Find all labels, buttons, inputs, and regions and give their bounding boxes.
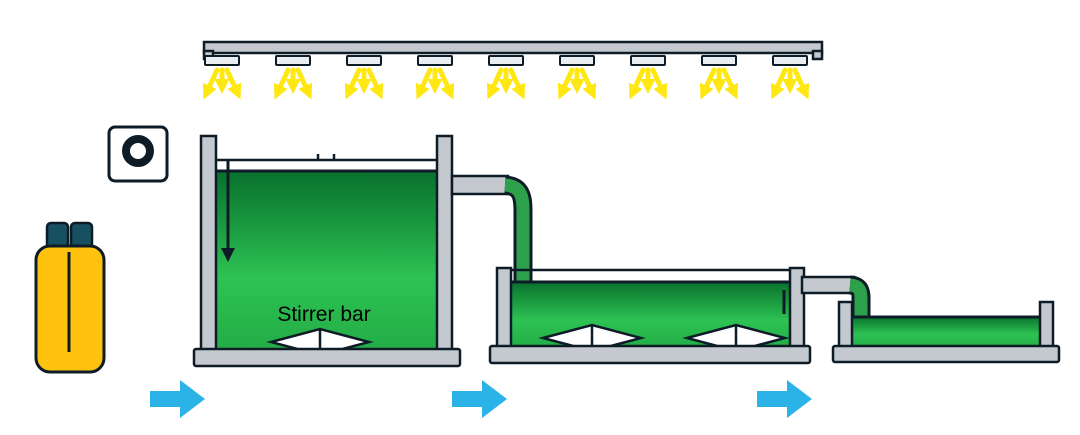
tank-3-wall-right [1038, 300, 1055, 354]
light-bar-end-right [811, 49, 824, 61]
light-fixture [202, 40, 824, 94]
lamp-icon [560, 56, 594, 94]
lamp-icon [489, 56, 523, 94]
dip-tube-arrow-icon [221, 161, 235, 262]
tank-1-liquid [216, 170, 437, 350]
tank-1-wall-left [199, 134, 218, 356]
lamp-icon [205, 56, 239, 94]
tank-3-base [831, 344, 1061, 364]
pipe-elbow-2 [848, 278, 868, 322]
lamp-icon [631, 56, 665, 94]
overflow-duct-2 [800, 275, 856, 295]
stirrer-bar-label: Stirrer bar [277, 303, 370, 326]
flow-direction [150, 380, 812, 418]
light-bar [202, 40, 824, 55]
tank-1-base [192, 347, 462, 368]
pipe-elbow-1 [504, 178, 530, 290]
lamp-icon [347, 56, 381, 94]
pump-rotor-icon [122, 135, 154, 167]
lamp-icon [773, 56, 807, 94]
tank-1: Stirrer bar [192, 134, 462, 368]
tank-2-wall-left [495, 266, 513, 354]
tank-3-liquid [852, 316, 1040, 347]
tank-2 [488, 266, 812, 365]
tank-2-base [488, 344, 812, 365]
media-bottle-icon [34, 221, 106, 374]
tank-3-wall-left [837, 300, 854, 354]
overflow-duct-1 [450, 174, 510, 196]
lamp-icon [418, 56, 452, 94]
tank-3 [831, 300, 1061, 364]
flow-arrow-icon [757, 380, 812, 418]
lamp-icon [702, 56, 736, 94]
pump-icon [107, 125, 169, 183]
lamp-icon [276, 56, 310, 94]
flow-arrow-icon [452, 380, 507, 418]
tank-1-wall-right [435, 134, 454, 356]
transfer-pipe-2 [800, 275, 871, 322]
flow-arrow-icon [150, 380, 205, 418]
transfer-pipe-1 [450, 174, 533, 290]
